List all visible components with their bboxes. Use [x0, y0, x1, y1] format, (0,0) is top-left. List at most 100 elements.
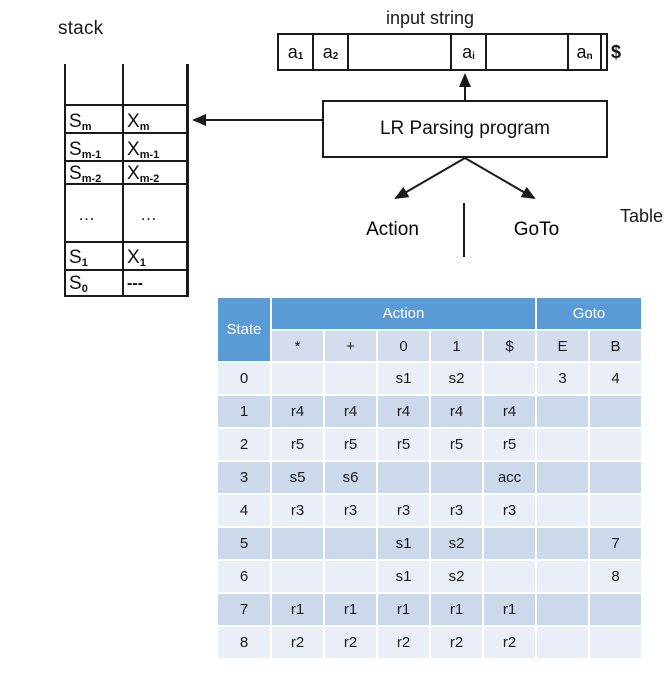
- header-col-zero: 0: [378, 331, 429, 361]
- cell-goto-b: 7: [590, 528, 641, 559]
- header-goto-group: Goto: [537, 298, 641, 329]
- input-cell-eof: $: [610, 41, 621, 62]
- table-row: 1 r4 r4 r4 r4 r4: [218, 396, 641, 427]
- action-box-label: Action: [322, 203, 465, 257]
- cell-action-zero: r2: [378, 627, 429, 658]
- cell-action-zero: r5: [378, 429, 429, 460]
- stack-middle-divider: [122, 64, 124, 296]
- cell-action-one: s2: [431, 528, 482, 559]
- cell-state: 8: [218, 627, 270, 658]
- stack-state-ellipsis: …: [78, 205, 97, 224]
- header-state: State: [218, 298, 270, 361]
- cell-action-star: [272, 528, 323, 559]
- cell-action-star: r1: [272, 594, 323, 625]
- cell-goto-b: [590, 462, 641, 493]
- table-row: 6 s1 s2 8: [218, 561, 641, 592]
- cell-action-eof: [484, 528, 535, 559]
- cell-goto-b: [590, 594, 641, 625]
- stack-row-line: [64, 132, 189, 134]
- table-row: 8 r2 r2 r2 r2 r2: [218, 627, 641, 658]
- cell-action-one: s2: [431, 561, 482, 592]
- lr-parsing-table: State Action Goto * + 0 1 $ E B 0 s1 s2 …: [216, 296, 643, 660]
- cell-action-plus: r2: [325, 627, 376, 658]
- table-row: 2 r5 r5 r5 r5 r5: [218, 429, 641, 460]
- cell-action-plus: r1: [325, 594, 376, 625]
- stack-row-line: [64, 104, 189, 106]
- stack-symbol-cell: Xm-2: [127, 163, 160, 185]
- input-cell-blank: [349, 35, 452, 69]
- table-label: Table: [620, 206, 664, 226]
- cell-action-star: r2: [272, 627, 323, 658]
- table-row: 4 r3 r3 r3 r3 r3: [218, 495, 641, 526]
- stack-state-cell: Sm-2: [69, 163, 102, 185]
- stack-row-line: [64, 183, 189, 185]
- cell-goto-b: [590, 429, 641, 460]
- stack-state-cell: S1: [69, 247, 88, 269]
- cell-action-zero: s1: [378, 561, 429, 592]
- arrow-program-to-action: [394, 157, 466, 200]
- stack-row-line: [64, 241, 189, 243]
- header-action-group: Action: [272, 298, 535, 329]
- cell-state: 6: [218, 561, 270, 592]
- cell-goto-e: [537, 528, 588, 559]
- cell-action-plus: [325, 363, 376, 394]
- stack-diagram: Sm Xm Sm-1 Xm-1 Sm-2 Xm-2 … … S1 X1 S0 -…: [64, 64, 190, 297]
- cell-goto-e: [537, 462, 588, 493]
- stack-symbol-cell: X1: [127, 247, 146, 269]
- stack-symbol-ellipsis: …: [140, 205, 159, 224]
- cell-goto-b: 4: [590, 363, 641, 394]
- table-row: 5 s1 s2 7: [218, 528, 641, 559]
- stack-state-cell: Sm-1: [69, 139, 102, 161]
- header-col-plus: +: [325, 331, 376, 361]
- cell-action-eof: [484, 561, 535, 592]
- header-col-eof: $: [484, 331, 535, 361]
- cell-action-plus: [325, 528, 376, 559]
- cell-action-plus: r3: [325, 495, 376, 526]
- cell-action-zero: s1: [378, 528, 429, 559]
- stack-left-border: [64, 64, 66, 296]
- cell-goto-e: [537, 561, 588, 592]
- cell-goto-e: [537, 429, 588, 460]
- table-column-header-row: * + 0 1 $ E B: [218, 331, 641, 361]
- cell-state: 3: [218, 462, 270, 493]
- stack-row-line: [64, 269, 189, 271]
- table-row: 3 s5 s6 acc: [218, 462, 641, 493]
- stack-state-cell: Sm: [69, 111, 92, 133]
- table-row: 0 s1 s2 3 4: [218, 363, 641, 394]
- cell-action-zero: s1: [378, 363, 429, 394]
- stack-label: stack: [58, 18, 104, 39]
- cell-action-plus: [325, 561, 376, 592]
- cell-action-eof: r3: [484, 495, 535, 526]
- cell-action-star: r3: [272, 495, 323, 526]
- cell-action-plus: s6: [325, 462, 376, 493]
- cell-state: 2: [218, 429, 270, 460]
- table-body: 0 s1 s2 3 4 1 r4 r4 r4 r4 r4 2 r5 r5 r5 …: [218, 363, 641, 658]
- cell-action-star: r5: [272, 429, 323, 460]
- cell-action-one: r5: [431, 429, 482, 460]
- cell-action-one: s2: [431, 363, 482, 394]
- cell-goto-b: [590, 396, 641, 427]
- cell-state: 4: [218, 495, 270, 526]
- cell-action-zero: r3: [378, 495, 429, 526]
- cell-goto-e: 3: [537, 363, 588, 394]
- cell-action-eof: r5: [484, 429, 535, 460]
- cell-action-eof: r2: [484, 627, 535, 658]
- cell-goto-e: [537, 396, 588, 427]
- cell-action-one: r3: [431, 495, 482, 526]
- cell-action-eof: r1: [484, 594, 535, 625]
- lr-parsing-program-box: LR Parsing program: [322, 100, 608, 158]
- cell-action-eof: acc: [484, 462, 535, 493]
- table-row: 7 r1 r1 r1 r1 r1: [218, 594, 641, 625]
- cell-action-one: r1: [431, 594, 482, 625]
- cell-action-zero: r1: [378, 594, 429, 625]
- table-group-header-row: State Action Goto: [218, 298, 641, 361]
- stack-row-line: [64, 160, 189, 162]
- header-col-star: *: [272, 331, 323, 361]
- header-col-b: B: [590, 331, 641, 361]
- stack-symbol-cell: Xm-1: [127, 139, 160, 161]
